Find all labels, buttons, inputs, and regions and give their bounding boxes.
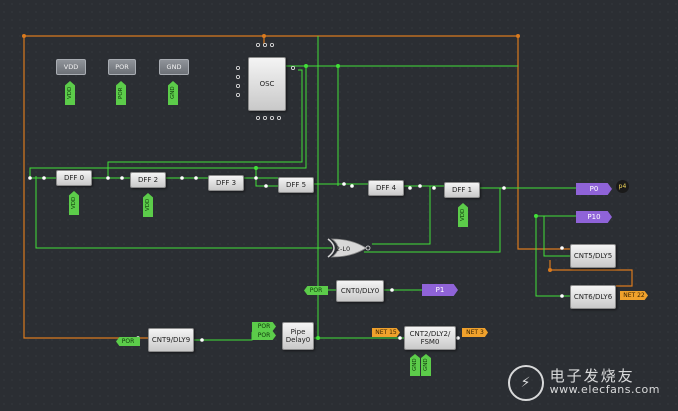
cnt6-block[interactable]: CNT6/DLY6 xyxy=(570,285,616,309)
dff3-block[interactable]: DFF 3 xyxy=(208,175,244,191)
dff2-block[interactable]: DFF 2 xyxy=(130,172,166,188)
dff0-vdd-tag[interactable]: VDD xyxy=(69,191,79,215)
gnd-tag-b[interactable]: GND xyxy=(421,354,431,376)
wire-xor-back xyxy=(364,188,501,253)
gnd-tag-a[interactable]: GND xyxy=(410,354,420,376)
osc-block[interactable]: OSC xyxy=(248,57,286,111)
dff5-block[interactable]: DFF 5 xyxy=(278,177,314,193)
osc-pins xyxy=(235,43,295,121)
cnt5-block[interactable]: CNT5/DLY5 xyxy=(570,244,616,268)
green-wires xyxy=(29,36,576,341)
wire-osc-2 xyxy=(107,69,303,176)
wire-xor-in xyxy=(35,176,332,249)
vdd-block[interactable]: VDD xyxy=(56,59,86,75)
vdd-tag[interactable]: VDD xyxy=(65,81,75,105)
pin-p0[interactable]: P0 xyxy=(576,183,612,195)
por-tag-cnt9[interactable]: POR xyxy=(116,337,140,346)
orange-wires xyxy=(23,35,633,339)
cnt0-block[interactable]: CNT0/DLY0 xyxy=(336,280,384,302)
por-tag-pipe-2[interactable]: POR xyxy=(252,331,276,340)
watermark: ⚡ 电子发烧友 www.elecfans.com xyxy=(507,365,660,401)
xor-label: 2-L0 xyxy=(335,244,351,253)
dff1-vdd-tag[interactable]: VDD xyxy=(458,203,468,227)
pin-p10[interactable]: P10 xyxy=(576,211,612,223)
watermark-cn: 电子发烧友 xyxy=(549,367,635,385)
por-tag-pipe-1[interactable]: POR xyxy=(252,322,276,331)
wire-xor-out xyxy=(372,186,431,245)
wire-orange-cnt xyxy=(549,260,633,287)
green-junctions xyxy=(254,64,538,340)
junction-dots xyxy=(22,34,552,272)
net22-tag[interactable]: NET 22 xyxy=(620,291,648,300)
net3-tag[interactable]: NET 3 xyxy=(462,328,488,337)
wire-orange-left xyxy=(23,36,148,339)
dff4-block[interactable]: DFF 4 xyxy=(368,180,404,196)
wire-osc-1 xyxy=(29,65,307,178)
wire-dff5-in xyxy=(255,168,278,187)
por-tag[interactable]: POR xyxy=(116,81,126,105)
watermark-logo-icon: ⚡ xyxy=(507,365,544,401)
gnd-tag[interactable]: GND xyxy=(168,81,178,105)
dff0-block[interactable]: DFF 0 xyxy=(56,170,92,186)
pin-dots xyxy=(28,176,564,342)
por-block[interactable]: POR xyxy=(108,59,136,75)
pipe-delay-block[interactable]: Pipe Delay0 xyxy=(282,322,314,350)
watermark-url: www.elecfans.com xyxy=(549,383,660,396)
wire-cnt6-in xyxy=(535,216,570,297)
wire-cnt5-in xyxy=(543,216,570,257)
dff2-vdd-tag[interactable]: VDD xyxy=(143,193,153,217)
pin-p1[interactable]: P1 xyxy=(422,284,458,296)
xor-gate xyxy=(327,238,371,258)
gnd-block[interactable]: GND xyxy=(159,59,189,75)
wire-orange-top xyxy=(24,35,570,250)
net15-tag[interactable]: NET 15 xyxy=(372,328,400,337)
por-tag-cnt0[interactable]: POR xyxy=(304,286,328,295)
pin-number-p4: p4 xyxy=(616,180,629,193)
dff1-block[interactable]: DFF 1 xyxy=(444,182,480,198)
cnt9-block[interactable]: CNT9/DLY9 xyxy=(148,328,194,352)
cnt2-block[interactable]: CNT2/DLY2/ FSM0 xyxy=(404,326,456,350)
